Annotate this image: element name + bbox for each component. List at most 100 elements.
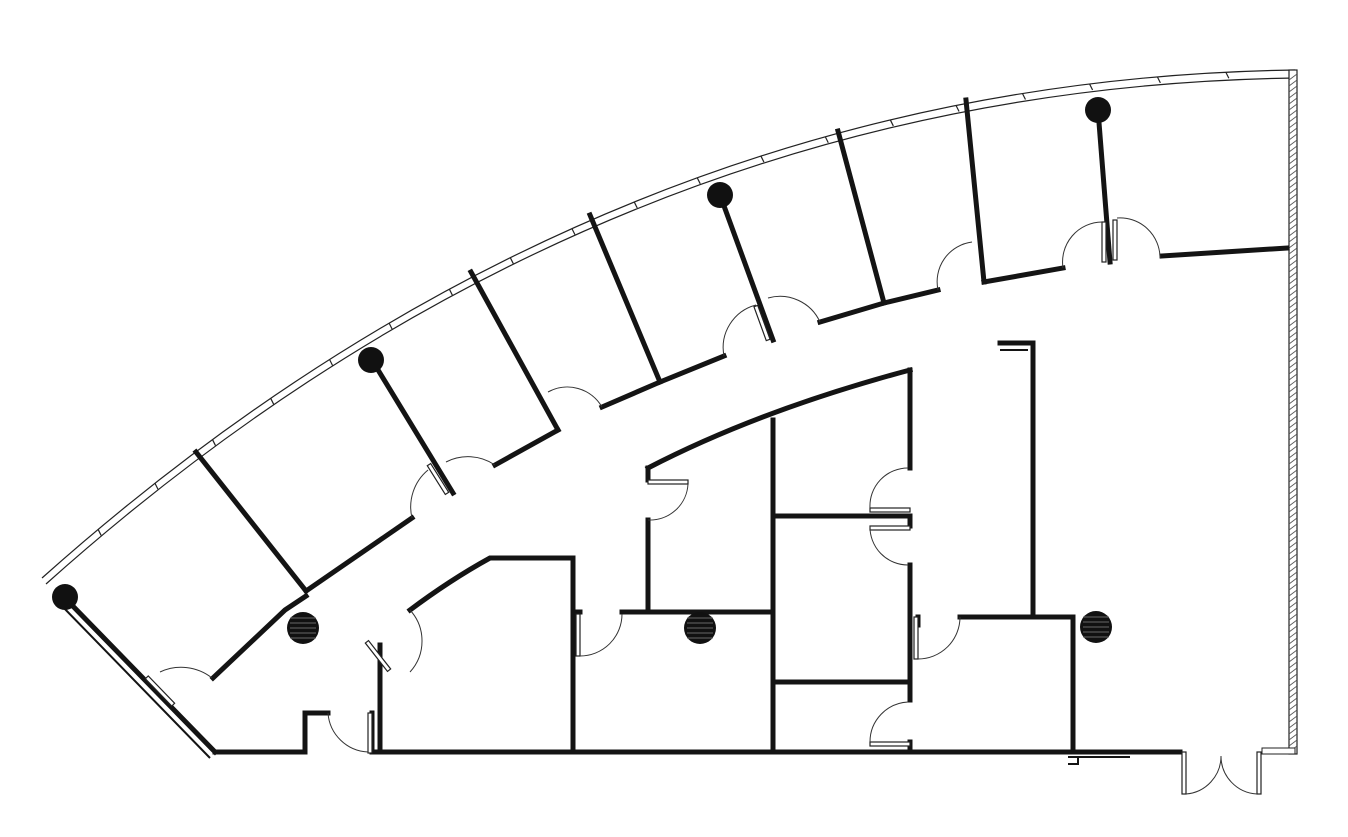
wall-hatch (1288, 163, 1298, 171)
wall-hatch (1288, 589, 1298, 597)
door-core-4 (869, 701, 911, 747)
wall-hatch (1288, 601, 1298, 609)
door-south-exit (327, 712, 373, 754)
wall-hatch (1288, 607, 1298, 615)
interior-core-walls (377, 340, 1076, 755)
wall-hatch (1288, 685, 1298, 693)
mullion-tick (1225, 71, 1230, 79)
column-2 (358, 347, 384, 373)
west-exterior-wall (61, 594, 219, 756)
wall-hatch (1288, 463, 1298, 471)
structural-columns (52, 97, 1112, 644)
mullion-tick (571, 228, 576, 235)
wall-hatch (1288, 649, 1298, 657)
door-room-right (913, 616, 961, 660)
door-room-left (364, 609, 423, 673)
wall-hatch (1288, 169, 1298, 177)
wall-hatch (1288, 415, 1298, 423)
wall-hatch (1288, 109, 1298, 117)
wall-hatch (1288, 727, 1298, 735)
mullion-tick (696, 177, 701, 185)
wall-hatch (1288, 331, 1298, 339)
wall-hatch (1288, 157, 1298, 165)
wall-hatch (1288, 523, 1298, 531)
wall-hatch (1288, 619, 1298, 627)
interior-doors (327, 467, 961, 754)
wall-hatch (1288, 709, 1298, 717)
wall-hatch (1288, 541, 1298, 549)
perimeter-office-partitions (192, 97, 1113, 595)
door-4 (722, 295, 821, 357)
wall-hatch (1288, 565, 1298, 573)
wall-hatch (1288, 637, 1298, 645)
mullion-tick (1156, 76, 1161, 84)
wall-hatch (1288, 115, 1298, 123)
wall-hatch (1288, 301, 1298, 309)
wall-hatch (1288, 253, 1298, 261)
wall-hatch (1288, 187, 1298, 195)
wall-hatch (1288, 271, 1298, 279)
wall-hatch (1288, 373, 1298, 381)
wall-hatch (1288, 439, 1298, 447)
wall-hatch (1288, 175, 1298, 183)
wall-hatch (1288, 361, 1298, 369)
column-1 (52, 584, 78, 610)
wall-hatch (1288, 265, 1298, 273)
wall-hatch (1288, 535, 1298, 543)
wall-hatch (1288, 211, 1298, 219)
wall-hatch (1288, 445, 1298, 453)
wall-hatch (1288, 355, 1298, 363)
door-6 (1062, 217, 1161, 269)
wall-hatch (1288, 337, 1298, 345)
wall-hatch (1288, 319, 1298, 327)
wall-hatch (1288, 553, 1298, 561)
wall-hatch (1288, 505, 1298, 513)
wall-hatch (1288, 481, 1298, 489)
wall-hatch (1288, 343, 1298, 351)
office-corridor-wall (209, 245, 1290, 682)
wall-hatch (1288, 409, 1298, 417)
wall-hatch (1288, 451, 1298, 459)
east-exterior-wall (1261, 69, 1298, 755)
wall-hatch (1288, 241, 1298, 249)
wall-hatch (1288, 661, 1298, 669)
wall-hatch (1288, 133, 1298, 141)
wall-hatch (1288, 139, 1298, 147)
wall-hatch (1288, 511, 1298, 519)
column-4 (1085, 97, 1111, 123)
wall-hatch (1288, 97, 1298, 105)
mullion-tick (889, 119, 894, 127)
door-5 (936, 241, 973, 291)
mullion-tick (388, 322, 393, 330)
wall-hatch (1288, 79, 1298, 87)
wall-hatch (1288, 667, 1298, 675)
door-1 (144, 666, 213, 707)
wall-hatch (1288, 397, 1298, 405)
mullion-tick (1021, 93, 1027, 100)
wall-hatch (1288, 247, 1298, 255)
wall-hatch (1288, 283, 1298, 291)
wall-hatch (1288, 403, 1298, 411)
wall-hatch (1288, 631, 1298, 639)
wall-hatch (1288, 421, 1298, 429)
wall-hatch (1288, 367, 1298, 375)
wall-hatch (1288, 715, 1298, 723)
office-doors (144, 217, 1161, 707)
wall-hatch (1288, 325, 1298, 333)
door-core-3 (869, 525, 911, 566)
wall-hatch (1288, 205, 1298, 213)
wall-hatch (1288, 193, 1298, 201)
mullion-tick (509, 257, 514, 264)
wall-hatch (1288, 289, 1298, 297)
wall-hatch (1288, 313, 1298, 321)
wall-hatch (1288, 739, 1298, 747)
mullion-tick (270, 398, 275, 405)
wall-hatch (1288, 625, 1298, 633)
window-mullions (97, 71, 1230, 536)
wall-hatch (1288, 691, 1298, 699)
mullion-tick (824, 136, 829, 144)
wall-hatch (1288, 595, 1298, 603)
wall-hatch (1288, 499, 1298, 507)
wall-hatch (1288, 349, 1298, 357)
door-core-2 (869, 467, 911, 513)
